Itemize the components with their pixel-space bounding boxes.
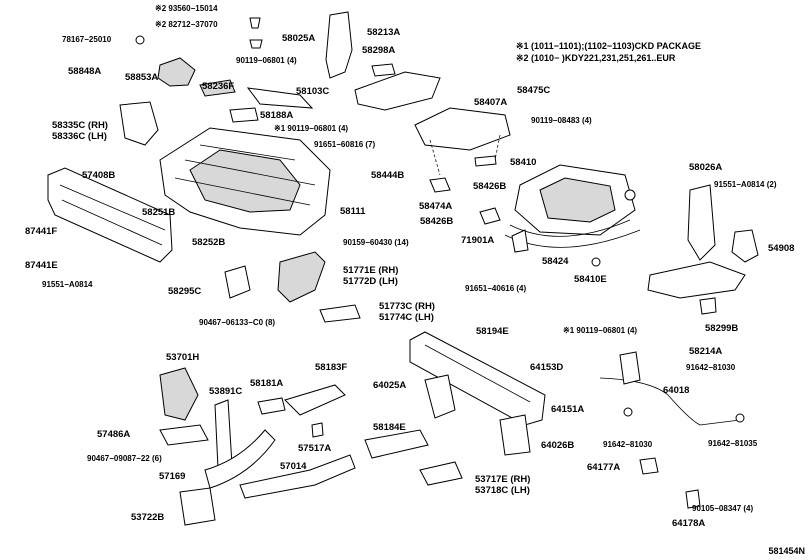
- callout-58251b: 58251B: [142, 207, 176, 218]
- callout-53701h: 53701H: [166, 352, 200, 363]
- callout-53718c-lh: 53718C (LH): [475, 485, 530, 496]
- callout-58335c-rh: 58335C (RH): [52, 120, 108, 131]
- callout-91651-60816: 91651−60816 (7): [314, 140, 376, 149]
- callout-64153d: 64153D: [530, 362, 564, 373]
- callout-58183f: 58183F: [315, 362, 348, 373]
- callout-91642-81030-bottom: 91642−81030: [603, 440, 653, 449]
- applicability-notes: ※1 (1011−1101);(1102−1103)CKD PACKAGE ※2…: [516, 40, 701, 64]
- callout-57408b: 57408B: [82, 170, 116, 181]
- callout-58424: 58424: [542, 256, 569, 267]
- callout-58188a: 58188A: [260, 110, 294, 121]
- callout-91642-81035: 91642−81035: [708, 439, 758, 448]
- callout-53891c: 53891C: [209, 386, 243, 397]
- callout-51771e-rh: 51771E (RH): [343, 265, 399, 276]
- callout-78167-25010: 78167−25010: [62, 35, 112, 44]
- callout-64151a: 64151A: [551, 404, 585, 415]
- callout-58410e: 58410E: [574, 274, 607, 285]
- callout-57517a: 57517A: [298, 443, 332, 454]
- callout-58444b: 58444B: [371, 170, 405, 181]
- diagram-id: 581454N: [768, 546, 805, 556]
- callout-90159-60430: 90159−60430 (14): [343, 238, 409, 247]
- callout-91651-40616: 91651−40616 (4): [465, 284, 527, 293]
- callout-51773c-rh: 51773C (RH): [379, 301, 435, 312]
- note-1: ※1 (1011−1101);(1102−1103)CKD PACKAGE: [516, 41, 701, 51]
- callout-58295c: 58295C: [168, 286, 202, 297]
- note-2: ※2 (1010− )KDY221,231,251,261..EUR: [516, 53, 676, 63]
- callout-91551-a0814: 91551−A0814: [42, 280, 93, 289]
- callout-58025a: 58025A: [282, 33, 316, 44]
- callout-64018: 64018: [663, 385, 690, 396]
- callout-90467-06133-c0: 90467−06133−C0 (8): [199, 318, 276, 327]
- callout-58194e: 58194E: [476, 326, 509, 337]
- callout-87441e: 87441E: [25, 260, 58, 271]
- callout-53722b: 53722B: [131, 512, 165, 523]
- callout-note1-90119-06801: ※1 90119−06801 (4): [274, 124, 349, 133]
- callout-90119-08483: 90119−08483 (4): [531, 116, 592, 125]
- callout-90467-09087-22: 90467−09087−22 (6): [87, 454, 162, 463]
- callout-90119-06801: 90119−06801 (4): [236, 56, 297, 65]
- callout-51774c-lh: 51774C (LH): [379, 312, 434, 323]
- callout-58213a: 58213A: [367, 27, 401, 38]
- callout-64026b: 64026B: [541, 440, 575, 451]
- callout-58299b: 58299B: [705, 323, 739, 334]
- callout-58236f: 58236F: [202, 81, 235, 92]
- callout-90105-08347: 90105−08347 (4): [692, 504, 754, 513]
- callout-58103c: 58103C: [296, 86, 330, 97]
- callout-58184e: 58184E: [373, 422, 406, 433]
- callout-87441f: 87441F: [25, 226, 58, 237]
- callout-91642-81030-top: 91642−81030: [686, 363, 736, 372]
- callout-58410: 58410: [510, 157, 537, 168]
- callout-57169: 57169: [159, 471, 186, 482]
- callout-58111: 58111: [340, 206, 366, 217]
- callout-64177a: 64177A: [587, 462, 621, 473]
- callout-58426b-upper: 58426B: [473, 181, 507, 192]
- callout-58181a: 58181A: [250, 378, 284, 389]
- callout-note1-90119-06801-b: ※1 90119−06801 (4): [563, 326, 638, 335]
- callout-64178a: 64178A: [672, 518, 706, 529]
- callout-57486a: 57486A: [97, 429, 131, 440]
- callout-58426b-lower: 58426B: [420, 216, 454, 227]
- callout-82712-37070: ※2 82712−37070: [155, 20, 218, 29]
- callout-91551-a0814-2: 91551−A0814 (2): [714, 180, 777, 189]
- callout-58336c-lh: 58336C (LH): [52, 131, 107, 142]
- callout-54908: 54908: [768, 243, 795, 254]
- callout-57014: 57014: [280, 461, 307, 472]
- callout-58853a: 58853A: [125, 72, 159, 83]
- callout-58475c: 58475C: [517, 85, 551, 96]
- callout-58214a: 58214A: [689, 346, 723, 357]
- callout-64025a: 64025A: [373, 380, 407, 391]
- callout-58407a: 58407A: [474, 97, 508, 108]
- callout-51772d-lh: 51772D (LH): [343, 276, 398, 287]
- callout-58474a: 58474A: [419, 201, 453, 212]
- callout-58848a: 58848A: [68, 66, 102, 77]
- callout-53717e-rh: 53717E (RH): [475, 474, 531, 485]
- callout-71901a: 71901A: [461, 235, 495, 246]
- callout-58252b: 58252B: [192, 237, 226, 248]
- callout-58298a: 58298A: [362, 45, 396, 56]
- callout-93560-15014: ※2 93560−15014: [155, 4, 218, 13]
- callout-58026a: 58026A: [689, 162, 723, 173]
